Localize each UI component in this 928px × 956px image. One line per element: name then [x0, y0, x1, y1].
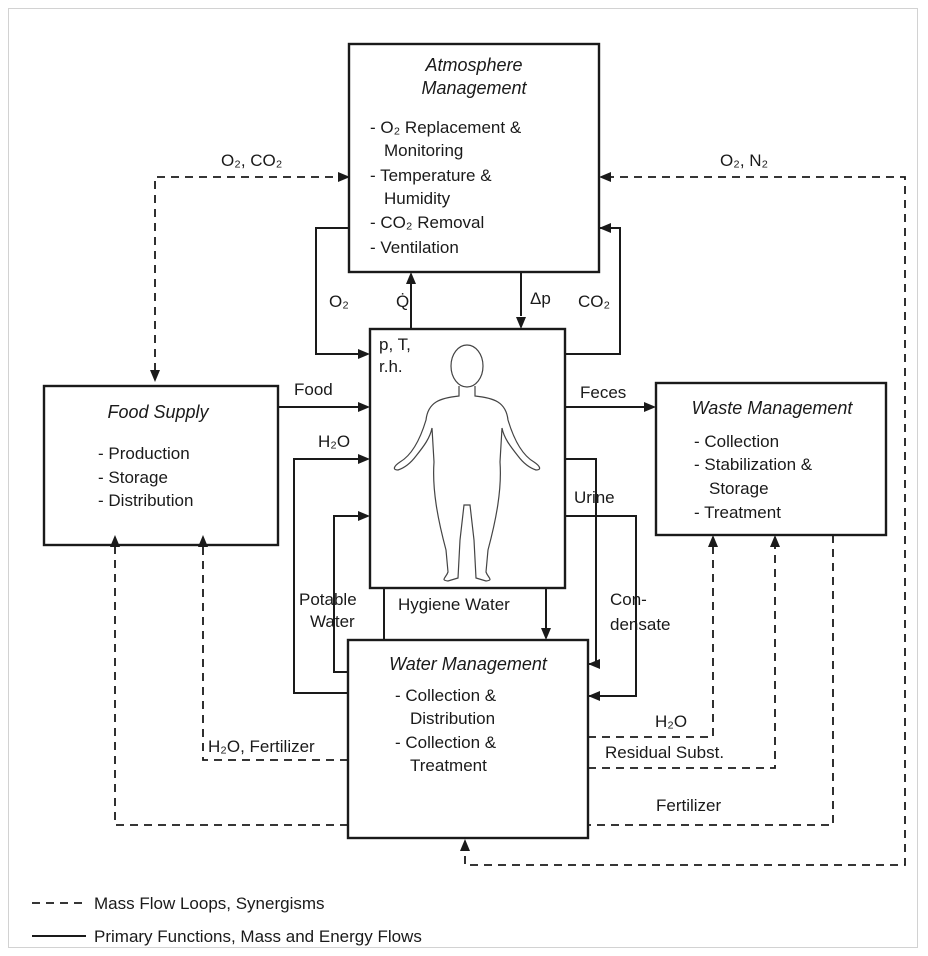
label-urine: Urine	[574, 488, 615, 507]
arrowhead-condensate-left	[588, 691, 600, 701]
human-env-label-line2: r.h.	[379, 357, 403, 376]
waste-management-text: Waste Management - Collection - Stabiliz…	[692, 398, 854, 522]
label-h2o-waste: H₂O	[655, 712, 687, 731]
arrowhead-potable-right	[358, 511, 370, 521]
human-env-label-line1: p, T,	[379, 335, 411, 354]
arrowhead-fertilizer-up	[110, 535, 120, 547]
legend: Mass Flow Loops, Synergisms Primary Func…	[32, 894, 422, 946]
food-supply-item: - Storage	[98, 468, 168, 487]
label-co2: CO₂	[578, 292, 610, 311]
label-h2o-in: H₂O	[318, 432, 350, 451]
arrowhead-feces-right	[644, 402, 656, 412]
food-supply-item: - Distribution	[98, 491, 193, 510]
atmosphere-title-line2: Management	[421, 78, 527, 98]
waste-management-item: - Treatment	[694, 503, 781, 522]
flow-potable-water-line	[333, 515, 360, 673]
flow-labels: O₂, CO₂ O₂, N₂ O₂ Q̇ Δp CO₂ Food Feces H…	[208, 151, 768, 815]
label-fertilizer: Fertilizer	[656, 796, 722, 815]
atmosphere-item: - O₂ Replacement &	[370, 118, 522, 137]
food-supply-title: Food Supply	[107, 402, 209, 422]
arrowhead-heat-up	[406, 272, 416, 284]
diagram-frame	[8, 8, 918, 948]
arrowhead-co2-left	[599, 223, 611, 233]
label-o2-n2: O₂, N₂	[720, 151, 768, 170]
label-potable-line1: Potable	[299, 590, 357, 609]
flow-o2-line	[315, 227, 360, 355]
water-management-title: Water Management	[389, 654, 548, 674]
arrowhead-h2o-fertilizer-up	[198, 535, 208, 547]
label-o2-co2: O₂, CO₂	[221, 151, 282, 170]
arrowhead-urine-left	[588, 659, 600, 669]
label-condensate-line1: Con-	[610, 590, 647, 609]
flow-o2-co2-line	[154, 176, 340, 371]
figure-body	[393, 386, 541, 582]
waste-management-title: Waste Management	[692, 398, 854, 418]
arrowhead-o2-n2-left	[599, 172, 611, 182]
water-management-item: - Collection &	[395, 733, 497, 752]
label-food: Food	[294, 380, 333, 399]
atmosphere-title-line1: Atmosphere	[424, 55, 522, 75]
figure-head	[450, 344, 484, 388]
human-text: p, T, r.h.	[379, 335, 411, 376]
human-box	[368, 327, 567, 590]
arrowhead-h2o-waste-up	[708, 535, 718, 547]
arrowhead-residual-up	[770, 535, 780, 547]
atmosphere-management-box	[347, 42, 601, 274]
arrowheads	[110, 172, 780, 851]
label-h2o-fertilizer: H₂O, Fertilizer	[208, 737, 315, 756]
label-condensate-line2: densate	[610, 615, 671, 634]
food-supply-box	[42, 384, 280, 547]
flow-h2o-fertilizer-line	[202, 546, 348, 761]
flow-residual-line	[588, 546, 776, 769]
arrowhead-h2o-right	[358, 454, 370, 464]
label-hygiene-water: Hygiene Water	[398, 595, 510, 614]
arrowhead-delta-p-down	[516, 317, 526, 329]
label-heat: Q̇	[396, 292, 409, 311]
atmosphere-item: - Ventilation	[370, 238, 459, 257]
waste-management-item: Storage	[709, 479, 769, 498]
arrowhead-o2-right	[358, 349, 370, 359]
waste-management-item: - Stabilization &	[694, 455, 813, 474]
label-o2: O₂	[329, 292, 349, 311]
arrowhead-food-right	[358, 402, 370, 412]
flow-h2o-waste-line	[588, 546, 714, 738]
food-supply-text: Food Supply - Production - Storage - Dis…	[98, 402, 210, 510]
legend-dashed-label: Mass Flow Loops, Synergisms	[94, 894, 325, 913]
flow-condensate-line	[565, 515, 637, 697]
water-management-item: Treatment	[410, 756, 487, 775]
water-management-item: - Collection &	[395, 686, 497, 705]
arrowhead-hygiene-down	[541, 628, 551, 640]
arrowhead-water-mgmt-up	[460, 839, 470, 851]
atmosphere-item: Monitoring	[384, 141, 463, 160]
flow-h2o-line	[293, 458, 360, 694]
label-delta-p: Δp	[530, 289, 551, 308]
arrowhead-o2-co2-down	[150, 370, 160, 382]
water-management-box	[346, 638, 590, 840]
atmosphere-text: Atmosphere Management - O₂ Replacement &…	[370, 55, 528, 257]
atmosphere-item: Humidity	[384, 189, 451, 208]
label-residual: Residual Subst.	[605, 743, 724, 762]
atmosphere-item: - Temperature &	[370, 166, 492, 185]
waste-management-item: - Collection	[694, 432, 779, 451]
atmosphere-item: - CO₂ Removal	[370, 213, 484, 232]
arrowhead-o2-co2-right	[338, 172, 350, 182]
flow-fertilizer-line	[114, 535, 834, 826]
water-management-item: Distribution	[410, 709, 495, 728]
human-figure-icon	[393, 344, 541, 582]
legend-solid-label: Primary Functions, Mass and Energy Flows	[94, 927, 422, 946]
label-potable-line2: Water	[310, 612, 355, 631]
waste-management-box	[654, 381, 888, 537]
water-management-text: Water Management - Collection & Distribu…	[389, 654, 548, 775]
flow-o2-n2-line	[464, 176, 906, 866]
label-feces: Feces	[580, 383, 626, 402]
food-supply-item: - Production	[98, 444, 190, 463]
